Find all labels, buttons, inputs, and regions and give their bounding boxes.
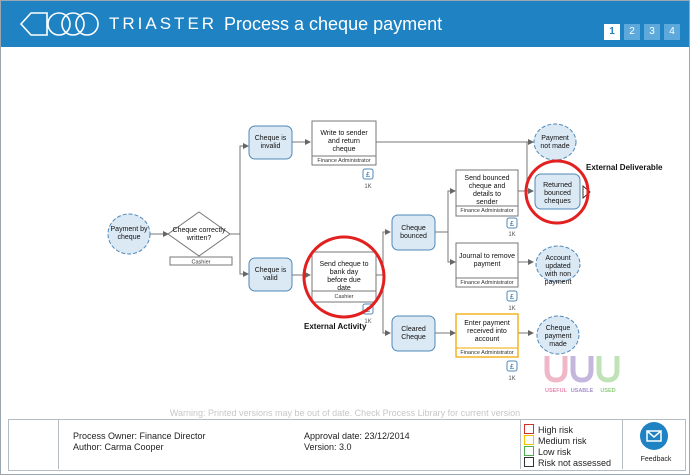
external-deliverable-highlight: [524, 159, 590, 225]
journal-role: Finance Administrator: [460, 280, 513, 286]
used-label: USED: [600, 388, 615, 394]
medium-risk-swatch: [524, 435, 534, 445]
footer-divider: [58, 420, 59, 469]
usable-label: USABLE: [571, 388, 594, 394]
version: Version: 3.0: [304, 442, 352, 452]
process-author: Author: Carma Cooper: [73, 442, 164, 452]
footer-divider: [520, 420, 521, 469]
legend-label: Low risk: [538, 447, 572, 457]
feedback-label: Feedback: [640, 456, 672, 463]
footer-panel: [8, 419, 686, 471]
page-4-button[interactable]: 4: [664, 24, 680, 40]
feedback-button[interactable]: Feedback: [636, 420, 676, 468]
cost-badge: [506, 360, 518, 372]
send-cost: 1K: [364, 319, 371, 325]
approval-date: Approval date: 23/12/2014: [304, 431, 410, 441]
decision-role: Cashier: [192, 260, 211, 266]
legend-label: Risk not assessed: [538, 458, 612, 468]
enter-payment-role: Finance Administrator: [460, 350, 513, 356]
legend-label: Medium risk: [538, 436, 587, 446]
send-bounced-role: Finance Administrator: [460, 208, 513, 214]
cost-badge: [362, 168, 374, 180]
page-3-button[interactable]: 3: [644, 24, 660, 40]
low-risk-swatch: [524, 446, 534, 456]
process-owner: Process Owner: Finance Director: [73, 431, 206, 441]
pound-icon: £: [510, 364, 514, 371]
legend-low-risk: Low risk: [524, 446, 571, 457]
cost-badge: [506, 217, 518, 229]
pound-icon: £: [366, 172, 370, 179]
legend-risk-not-assessed: Risk not assessed: [524, 457, 611, 468]
not-assessed-swatch: [524, 457, 534, 467]
external-activity-annotation: External Activity: [304, 322, 367, 331]
write-cost: 1K: [364, 184, 371, 190]
external-activity-highlight: [302, 235, 386, 319]
page-title: Process a cheque payment: [224, 14, 443, 34]
high-risk-swatch: [524, 424, 534, 434]
legend-high-risk: High risk: [524, 424, 573, 435]
send-bounced-cost: 1K: [508, 232, 515, 238]
header-bar: TRIASTER Process a cheque payment 1 2 3 …: [1, 1, 689, 47]
enter-payment-cost: 1K: [508, 376, 515, 382]
external-deliverable-annotation: External Deliverable: [586, 163, 663, 172]
pound-icon: £: [510, 221, 514, 228]
cost-badge: [506, 290, 518, 302]
footer-divider: [622, 420, 623, 469]
triaster-logo: [19, 12, 99, 36]
pound-icon: £: [510, 294, 514, 301]
envelope-icon: [646, 430, 662, 442]
write-to-sender-role: Finance Administrator: [317, 158, 370, 164]
legend-medium-risk: Medium risk: [524, 435, 587, 446]
page-1-button[interactable]: 1: [604, 24, 620, 40]
legend-label: High risk: [538, 425, 574, 435]
useful-label: USEFUL: [545, 388, 568, 394]
print-warning: Warning: Printed versions may be out of …: [169, 408, 521, 418]
brand-name: TRIASTER: [109, 14, 218, 33]
feedback-circle: [640, 422, 668, 450]
useful-usable-used-watermark: USEFUL USABLE USED: [544, 356, 620, 394]
send-to-bank-role: Cashier: [335, 294, 354, 300]
journal-cost: 1K: [508, 306, 515, 312]
page-2-button[interactable]: 2: [624, 24, 640, 40]
